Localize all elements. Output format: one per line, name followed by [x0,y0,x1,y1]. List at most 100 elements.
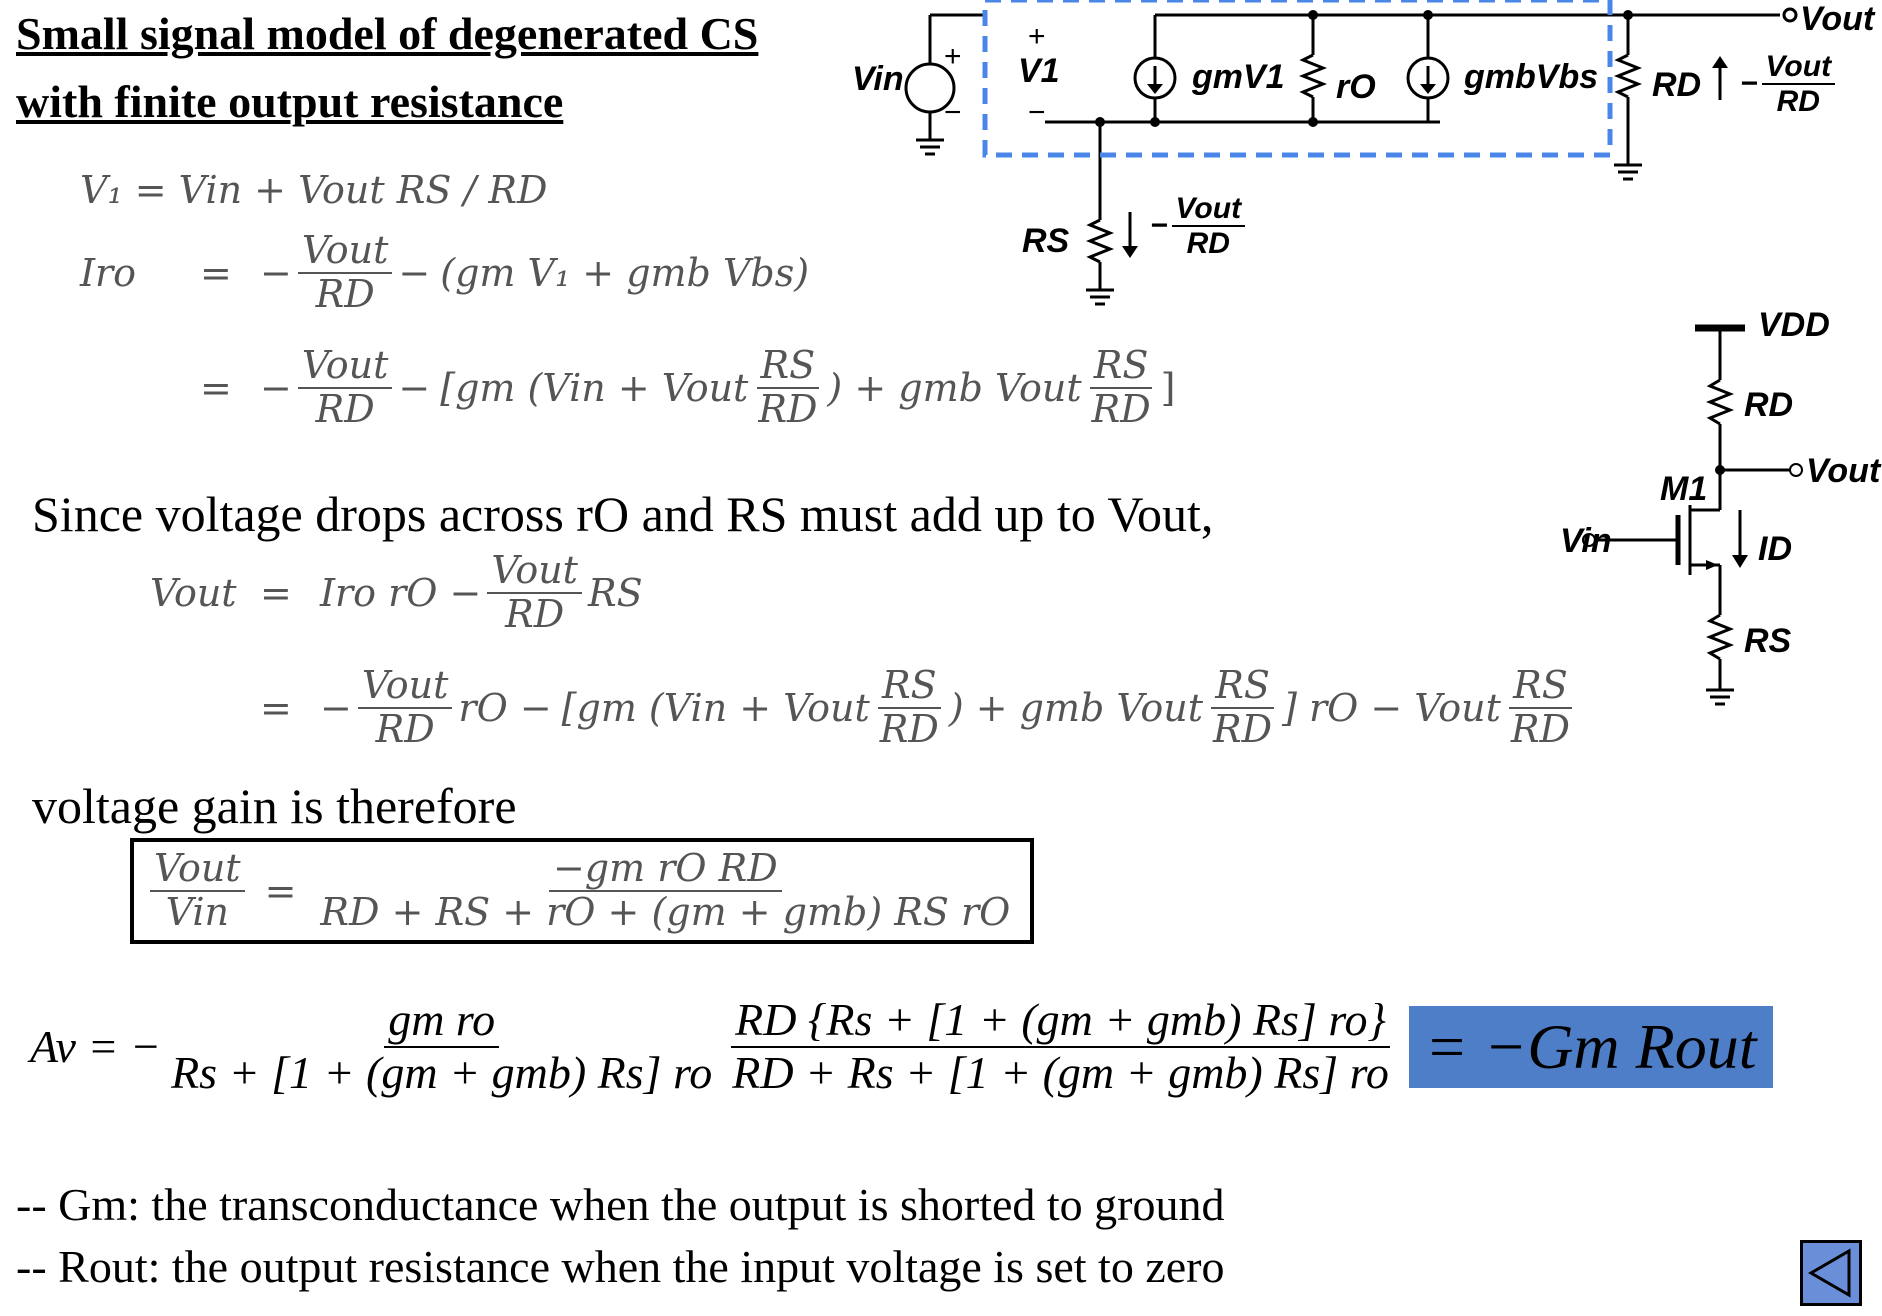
numerator: RS [1509,664,1572,709]
equals-sign: = [260,570,292,615]
minus-sign: − [398,250,431,295]
minus-sign: − [260,365,292,410]
equation-vout-2: = − Vout RD rO − [gm (Vin + Vout RS RD )… [150,664,1580,751]
minus-sign: − [1150,209,1168,242]
circuit-v1-minus: − [1028,96,1046,129]
numerator: RS [1211,664,1274,709]
vout-over-rd: Vout RD [487,549,582,636]
equation-iro-1: Iro = − Vout RD − (gm V₁ + gmb Vbs) [80,229,810,316]
equation-iro-2: = − Vout RD − [gm (Vin + Vout RS RD ) + … [80,344,1176,431]
triangle-left-icon [1808,1248,1851,1298]
sentence-voltage-gain: voltage gain is therefore [32,778,517,834]
vout-over-rd: Vout RD [1761,50,1836,118]
denominator: RD [505,591,565,636]
numerator: Vout [487,549,582,594]
vout-over-rd: Vout RD [297,229,393,316]
numerator: Vout [357,664,453,709]
denominator: RD [315,386,375,431]
circuit-rd-label: RD [1652,66,1702,104]
numerator: Vout [297,344,393,389]
circuit-v1-label: V1 [1018,52,1060,90]
circuit-rs-label: RS [1022,222,1070,260]
denominator: RD [758,386,818,431]
circuit-vout-label: Vout [1800,0,1875,38]
bracket-close: ] [1160,365,1176,410]
numerator: Vout [150,847,245,892]
gain-fraction: −gm rO RD RD + RS + rO + (gm + gmb) RS r… [316,847,1014,934]
schematic-rs-label: RS [1744,622,1792,660]
numerator: RS [1089,344,1153,389]
schematic-vin-label: Vin [1560,522,1612,560]
cs-amplifier-schematic [1582,324,1803,706]
definition-rout: -- Rout: the output resistance when the … [16,1241,1225,1292]
denominator: RD [1186,227,1230,260]
schematic-id-label: ID [1758,530,1792,568]
minus-sign: − [1740,67,1758,100]
rs-term: RS [587,570,643,615]
circuit-vin-minus: − [944,96,962,129]
vout-over-vin: Vout Vin [150,847,245,934]
rs-over-rd: RS RD [1507,664,1574,751]
denominator: Rs + [1 + (gm + gmb) Rs] ro [171,1046,713,1098]
numerator: Vout [297,229,393,274]
denominator: RD [1213,706,1273,751]
iro-label: Iro [80,250,137,295]
slide-title: Small signal model of degenerated CS wit… [16,0,758,136]
av-fraction-2: RD {Rs + [1 + (gm + gmb) Rs] ro} RD + Rs… [728,994,1393,1098]
vout-label: Vout [150,570,237,615]
av-label: Av = − [30,1021,162,1073]
schematic-vout-label: Vout [1806,452,1881,490]
iro-ro: Iro rO − [320,570,482,615]
title-line-2: with finite output resistance [16,76,564,127]
circuit-rs-current-label: − Vout RD [1150,192,1249,260]
minus-sign: − [260,250,292,295]
circuit-id-current-label: − Vout RD [1740,50,1839,118]
numerator: RD {Rs + [1 + (gm + gmb) Rs] ro} [731,994,1390,1048]
av-equation: Av = − gm ro Rs + [1 + (gm + gmb) Rs] ro… [30,994,1773,1098]
vout-over-rd: Vout RD [357,664,453,751]
gain-box: Vout Vin = −gm rO RD RD + RS + rO + (gm … [130,838,1035,944]
sentence-voltage-drops: Since voltage drops across rO and RS mus… [32,486,1214,542]
rs-over-rd: RS RD [754,344,821,431]
transistor-model-box [982,0,1613,158]
equation-v1: V₁ = Vin + Vout RS / RD [80,168,548,212]
schematic-vdd-label: VDD [1758,306,1830,344]
iro-term: (gm V₁ + gmb Vbs) [440,250,810,295]
back-nav-button[interactable] [1800,1240,1862,1306]
numerator: RS [756,344,820,389]
bracket-mid: ) + gmb Vout [948,685,1203,730]
circuit-gmb-label: gmbVbs [1464,58,1599,96]
vout-over-rd: Vout RD [1171,192,1246,260]
rs-over-rd: RS RD [1088,344,1155,431]
definition-gm: -- Gm: the transconductance when the out… [16,1179,1225,1230]
small-signal-circuit [904,0,1798,306]
denominator: Vin [165,889,229,934]
numerator: Vout [1171,192,1246,227]
minus-sign: − [320,685,352,730]
bracket-mid: ) + gmb Vout [827,365,1082,410]
numerator: RS [877,664,941,709]
result-box: = −Gm Rout [1408,1005,1773,1088]
denominator: RD [1091,386,1151,431]
denominator: RD [1776,85,1820,118]
numerator: gm ro [384,994,500,1048]
equals-sign: = [200,365,232,410]
denominator: RD + Rs + [1 + (gm + gmb) Rs] ro [732,1046,1389,1098]
equals-sign: = [200,250,232,295]
vout-over-rd: Vout RD [297,344,393,431]
circuit-vin-plus: + [944,40,962,73]
numerator: Vout [1761,50,1836,85]
equals-sign: = [260,685,292,730]
equals-sign: = [264,868,297,913]
definitions-list: -- Gm: the transconductance when the out… [16,1174,1225,1298]
circuit-vin-label: Vin [852,60,904,98]
denominator: RD + RS + rO + (gm + gmb) RS rO [320,889,1011,934]
rs-over-rd: RS RD [1209,664,1276,751]
bracket-open: [gm (Vin + Vout [440,365,749,410]
schematic-rd-label: RD [1744,386,1794,424]
denominator: RD [375,706,435,751]
equation-vout-1: Vout = Iro rO − Vout RD RS [150,549,643,636]
circuit-v1-plus: + [1028,20,1046,53]
title-line-1: Small signal model of degenerated CS [16,8,759,59]
ro-term: rO − [458,685,552,730]
